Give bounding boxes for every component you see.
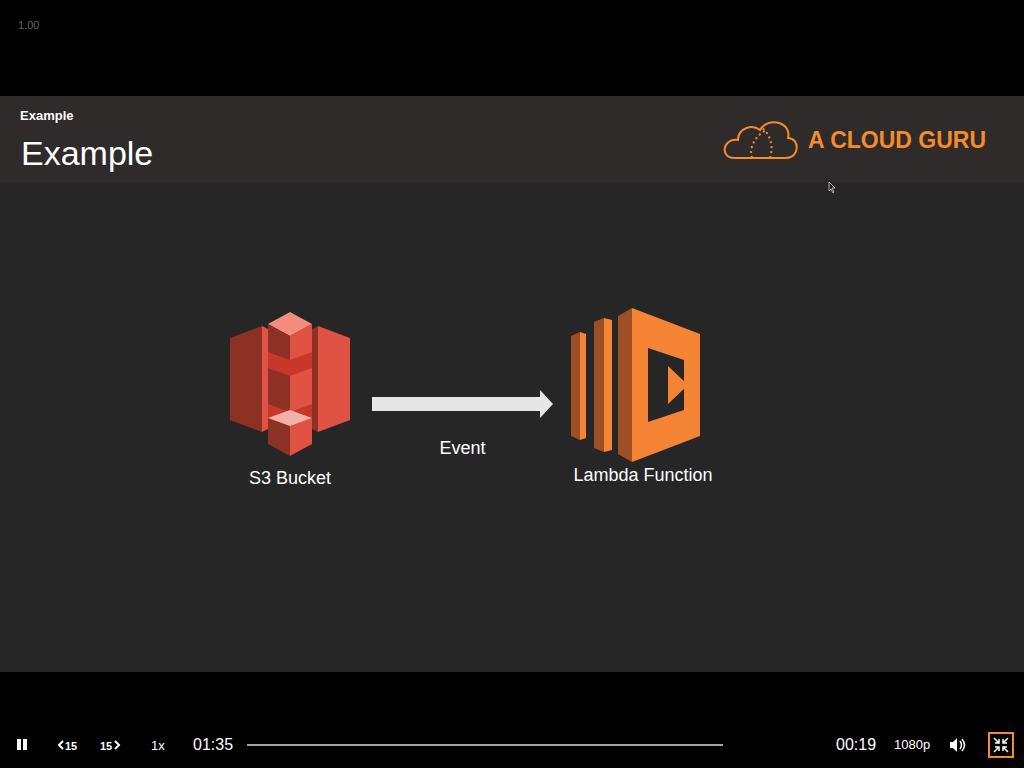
cloud-logo — [725, 122, 797, 158]
event-arrow — [372, 390, 553, 418]
slide-ground — [0, 183, 1024, 672]
speed-readout: 1.00 — [18, 19, 39, 32]
player-controls — [17, 733, 1013, 757]
mouse-cursor — [829, 182, 835, 193]
slide-title: Example — [21, 134, 153, 173]
speed-button: 1x — [151, 739, 165, 754]
service-node: S3 Bucket — [224, 310, 356, 490]
section-label: Example — [20, 109, 73, 124]
rewind-button: 15 — [65, 740, 77, 753]
service-label: Lambda Function — [562, 465, 724, 487]
remaining-time: 00:19 — [836, 736, 876, 754]
brand-logo: A CLOUD GURU — [808, 127, 986, 153]
lambda-icon — [571, 308, 700, 462]
service-label: S3 Bucket — [224, 468, 356, 490]
s3-bucket-icon — [230, 312, 350, 456]
edge-label: Event — [439, 438, 485, 459]
quality-button: 1080p — [894, 738, 930, 753]
forward-button: 15 — [100, 740, 112, 753]
elapsed-time: 01:35 — [193, 736, 233, 754]
service-node: Lambda Function — [562, 305, 724, 487]
